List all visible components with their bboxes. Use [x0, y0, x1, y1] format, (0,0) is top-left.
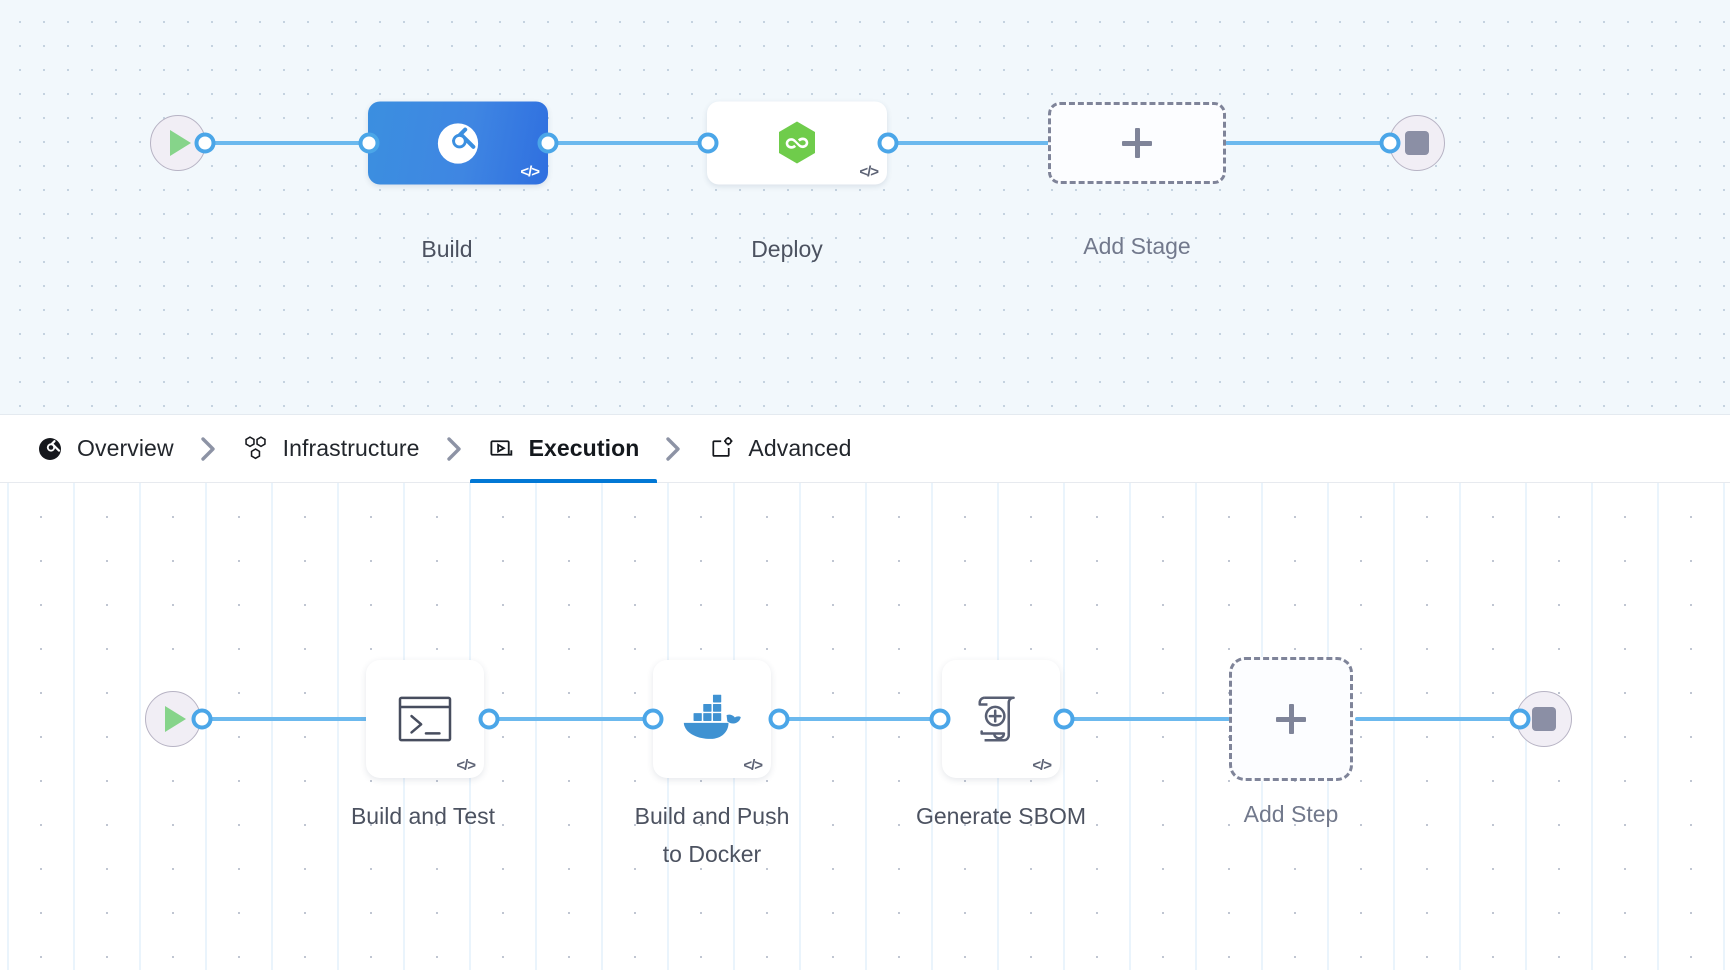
code-badge-icon: </>	[456, 757, 476, 774]
step-node-generate-sbom[interactable]: </>	[942, 660, 1060, 778]
tab-execution[interactable]: Execution	[469, 415, 658, 483]
tab-separator	[176, 434, 240, 464]
stage-label-build: Build	[421, 236, 473, 262]
port-deploy-out[interactable]	[877, 132, 899, 154]
add-step-label: Add Step	[1243, 801, 1339, 827]
port-exec-start-out[interactable]	[191, 708, 213, 730]
step-label-generate-sbom: Generate SBOM	[915, 803, 1087, 829]
stage-tabbar: Overview Infrastructure	[0, 415, 1730, 483]
port-step1-in[interactable]	[478, 708, 500, 730]
stage-node-build[interactable]: </>	[368, 101, 548, 185]
edge-step1-to-step2	[485, 717, 660, 721]
edge-add-to-end	[1355, 717, 1525, 721]
add-stage-button[interactable]	[1048, 102, 1226, 184]
code-badge-icon: </>	[743, 757, 763, 774]
harness-ci-icon	[437, 122, 479, 164]
tab-advanced[interactable]: Advanced	[705, 415, 853, 483]
tab-label-advanced: Advanced	[748, 435, 852, 461]
harness-cd-icon	[779, 121, 815, 163]
harness-overview-icon	[36, 435, 64, 463]
edge-start-to-build	[190, 141, 370, 145]
port-exec-end-in[interactable]	[1509, 708, 1531, 730]
chevron-right-icon	[666, 436, 681, 461]
edge-build-to-deploy	[540, 141, 805, 145]
edge-start-to-step1	[200, 717, 375, 721]
card-gear-icon	[707, 435, 735, 463]
code-badge-icon: </>	[520, 163, 540, 181]
stages-canvas[interactable]: </> Build </> Deploy Add Stage	[0, 0, 1730, 415]
step-node-build-and-push-to-docker[interactable]: </>	[653, 660, 771, 778]
tab-label-infrastructure: Infrastructure	[282, 435, 420, 461]
port-deploy-in[interactable]	[697, 132, 719, 154]
docker-icon	[683, 694, 741, 739]
port-step2-out[interactable]	[768, 708, 790, 730]
tab-label-execution: Execution	[528, 435, 640, 461]
port-start-out[interactable]	[194, 132, 216, 154]
execution-steps-canvas[interactable]: </> Build and Test </> Build and Pu	[0, 483, 1730, 970]
port-end-in[interactable]	[1379, 132, 1401, 154]
tab-overview[interactable]: Overview	[34, 415, 176, 483]
add-step-button[interactable]	[1229, 657, 1353, 781]
stop-icon	[1532, 707, 1556, 731]
tab-infrastructure[interactable]: Infrastructure	[240, 415, 422, 483]
hexagons-icon	[242, 435, 270, 463]
edge-add-to-end	[1225, 141, 1415, 145]
play-box-icon	[488, 435, 516, 463]
add-stage-label: Add Stage	[1083, 233, 1191, 259]
port-step3-out[interactable]	[1053, 708, 1075, 730]
code-badge-icon: </>	[1032, 757, 1052, 774]
chevron-right-icon	[200, 436, 215, 461]
port-build-in[interactable]	[358, 132, 380, 154]
code-badge-icon: </>	[859, 163, 879, 181]
plus-icon	[1274, 702, 1308, 736]
stage-node-deploy[interactable]: </>	[707, 101, 887, 185]
step-node-build-and-test[interactable]: </>	[366, 660, 484, 778]
play-icon	[170, 130, 191, 156]
terminal-icon	[398, 696, 452, 742]
step-label-build-and-push-to-docker: Build and Push to Docker	[634, 803, 790, 867]
step-label-build-and-test: Build and Test	[350, 803, 496, 829]
stage-label-deploy: Deploy	[751, 236, 823, 262]
chevron-right-icon	[446, 436, 461, 461]
plus-icon	[1120, 126, 1154, 160]
stop-icon	[1405, 131, 1429, 155]
tab-label-overview: Overview	[77, 435, 174, 461]
edge-deploy-to-add	[875, 141, 1060, 145]
port-step3-in[interactable]	[929, 708, 951, 730]
edge-step3-to-add	[1060, 717, 1230, 721]
edge-step2-to-step3	[775, 717, 950, 721]
sbom-scroll-icon	[978, 696, 1015, 742]
port-step2-in[interactable]	[642, 708, 664, 730]
port-build-out[interactable]	[537, 132, 559, 154]
play-icon	[165, 706, 186, 732]
tab-separator	[641, 434, 705, 464]
tab-separator	[422, 434, 486, 464]
